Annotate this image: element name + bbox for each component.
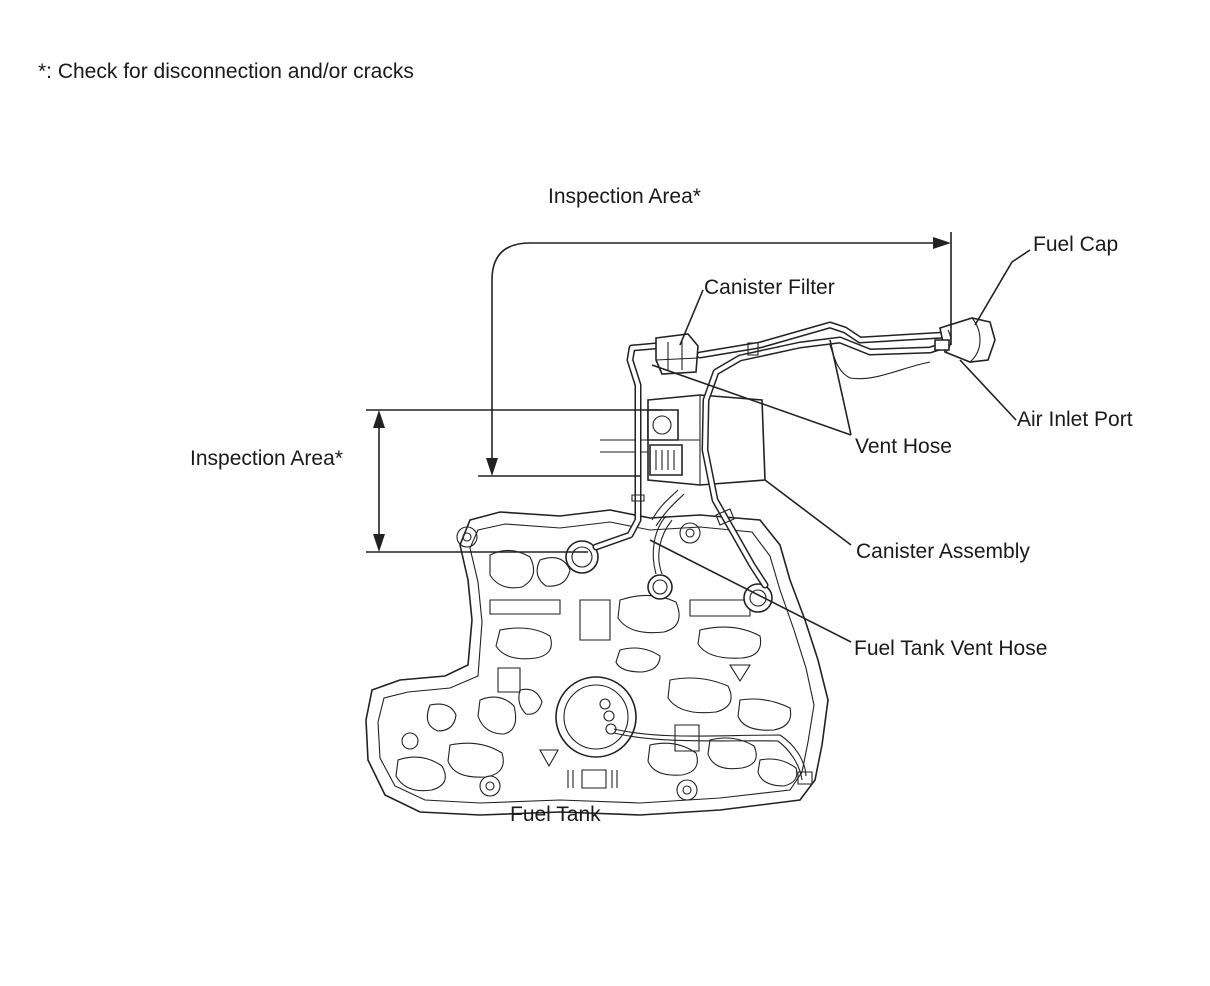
hose-routing: [592, 321, 959, 589]
label-fuel-tank-vent-hose: Fuel Tank Vent Hose: [854, 637, 1048, 660]
label-canister-filter: Canister Filter: [704, 276, 835, 299]
fuel-tank-drawing: [365, 509, 829, 816]
label-fuel-cap: Fuel Cap: [1033, 233, 1119, 256]
label-inspection-area-left: Inspection Area*: [190, 447, 343, 470]
inspection-area-left-bracket: [366, 409, 662, 553]
label-air-inlet-port: Air Inlet Port: [1017, 408, 1133, 431]
label-fuel-tank: Fuel Tank: [510, 803, 601, 826]
fuel-cap-drawing: [934, 317, 996, 363]
label-vent-hose: Vent Hose: [855, 435, 952, 458]
label-inspection-area-top: Inspection Area*: [548, 185, 701, 208]
inspection-area-top-bracket: [478, 232, 952, 477]
leader-lines: [649, 249, 1031, 643]
canister-assembly-drawing: [600, 394, 766, 486]
label-canister-assembly: Canister Assembly: [856, 540, 1030, 563]
footnote-check-disconnection: *: Check for disconnection and/or cracks: [38, 60, 414, 83]
